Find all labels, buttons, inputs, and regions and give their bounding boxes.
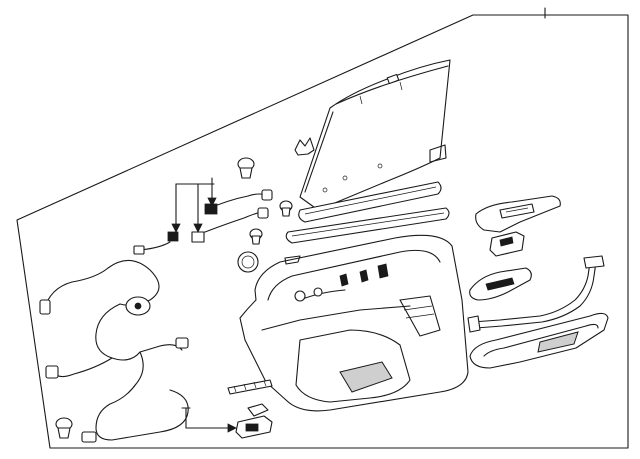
retainer-brackets	[227, 379, 273, 417]
boundary-panel	[16, 7, 629, 449]
regulator-clip	[294, 137, 315, 156]
speaker	[237, 251, 259, 273]
switch-bezel	[475, 195, 561, 233]
armrest-pad	[469, 312, 609, 369]
courtesy-lamp-harness	[467, 255, 605, 333]
push-clips	[55, 157, 293, 439]
door-trim-panel	[239, 234, 469, 412]
switch	[489, 231, 525, 257]
clip-bottom	[55, 417, 73, 439]
clip-lower	[249, 228, 263, 245]
clip-mid	[279, 200, 293, 217]
wiring-harness-pigtails	[133, 177, 273, 255]
belt-molding-lower	[285, 207, 450, 244]
bracket-connector	[181, 407, 273, 439]
window-regulator	[299, 59, 451, 211]
clip-top	[237, 157, 255, 179]
wiring-harness-main	[39, 259, 189, 443]
belt-molding-upper	[298, 181, 442, 223]
inside-handle	[469, 267, 532, 301]
